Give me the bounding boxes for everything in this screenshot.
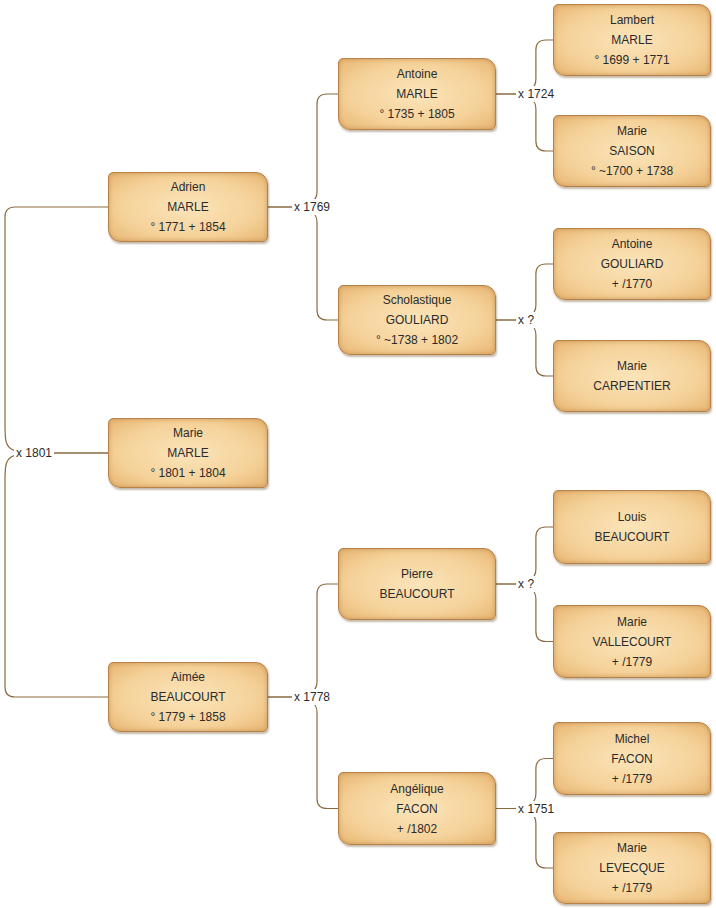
person-box: MarieSAISON° ~1700 + 1738 [553,115,711,187]
life-dates: ° 1699 + 1771 [594,50,669,70]
first-name: Aimée [150,667,225,687]
person-text: MarieVALLECOURT+ /1779 [593,612,672,672]
family-bracket [268,584,338,697]
surname: VALLECOURT [593,632,672,652]
person-box: ScholastiqueGOULIARD° ~1738 + 1802 [338,285,496,355]
person-box: AdrienMARLE° 1771 + 1854 [108,172,268,242]
person-text: AdrienMARLE° 1771 + 1854 [150,177,225,237]
marriage-label: x 1751 [516,801,556,817]
surname: SAISON [591,141,673,161]
life-dates: + /1779 [593,652,672,672]
first-name: Louis [594,507,669,527]
surname: BEAUCOURT [379,584,454,604]
life-dates: ° 1771 + 1854 [150,217,225,237]
life-dates: ° ~1738 + 1802 [376,330,458,350]
person-box: AntoineGOULIARD+ /1770 [553,228,711,300]
person-box: MarieVALLECOURT+ /1779 [553,605,711,678]
person-text: MarieCARPENTIER [593,356,670,396]
family-bracket [268,697,338,809]
first-name: Marie [593,356,670,376]
life-dates: + /1779 [599,878,664,898]
person-text: AntoineMARLE° 1735 + 1805 [379,64,454,124]
person-box: MarieCARPENTIER [553,340,711,412]
person-text: AntoineGOULIARD+ /1770 [601,234,664,294]
surname: MARLE [150,443,225,463]
marriage-label: x 1769 [292,199,332,215]
family-bracket [496,809,553,869]
family-bracket [268,207,338,320]
life-dates: ° 1801 + 1804 [150,463,225,483]
first-name: Scholastique [376,290,458,310]
first-name: Antoine [379,64,454,84]
family-bracket [496,320,553,376]
person-text: MarieLEVECQUE+ /1779 [599,838,664,898]
life-dates: ° 1779 + 1858 [150,707,225,727]
family-bracket [496,584,553,642]
marriage-label: x ? [516,312,536,328]
life-dates: ° 1735 + 1805 [379,104,454,124]
first-name: Pierre [379,564,454,584]
surname: MARLE [150,197,225,217]
marriage-label: x 1801 [14,445,54,461]
marriage-label: x 1724 [516,86,556,102]
person-text: AiméeBEAUCOURT° 1779 + 1858 [150,667,225,727]
first-name: Marie [593,612,672,632]
person-box: AiméeBEAUCOURT° 1779 + 1858 [108,662,268,732]
first-name: Adrien [150,177,225,197]
person-text: LambertMARLE° 1699 + 1771 [594,10,669,70]
surname: BEAUCOURT [594,527,669,547]
life-dates: + /1770 [601,274,664,294]
family-bracket [496,94,553,151]
person-box: LouisBEAUCOURT [553,490,711,564]
person-text: ScholastiqueGOULIARD° ~1738 + 1802 [376,290,458,350]
surname: FACON [390,799,443,819]
marriage-label: x 1778 [292,689,332,705]
life-dates: ° ~1700 + 1738 [591,161,673,181]
person-text: MichelFACON+ /1779 [611,729,652,789]
first-name: Marie [150,423,225,443]
person-text: LouisBEAUCOURT [594,507,669,547]
marriage-label: x ? [516,576,536,592]
surname: FACON [611,749,652,769]
surname: BEAUCOURT [150,687,225,707]
person-text: MarieSAISON° ~1700 + 1738 [591,121,673,181]
surname: LEVECQUE [599,858,664,878]
person-box: LambertMARLE° 1699 + 1771 [553,4,711,76]
first-name: Marie [599,838,664,858]
family-bracket [5,453,108,697]
first-name: Marie [591,121,673,141]
surname: CARPENTIER [593,376,670,396]
first-name: Lambert [594,10,669,30]
first-name: Angélique [390,779,443,799]
family-bracket [5,207,108,453]
person-box: AntoineMARLE° 1735 + 1805 [338,58,496,130]
person-box: MarieLEVECQUE+ /1779 [553,832,711,904]
family-bracket [268,94,338,207]
person-box: MarieMARLE° 1801 + 1804 [108,418,268,488]
person-text: AngéliqueFACON+ /1802 [390,779,443,839]
life-dates: + /1802 [390,819,443,839]
surname: GOULIARD [376,310,458,330]
person-text: PierreBEAUCOURT [379,564,454,604]
surname: GOULIARD [601,254,664,274]
person-text: MarieMARLE° 1801 + 1804 [150,423,225,483]
first-name: Antoine [601,234,664,254]
first-name: Michel [611,729,652,749]
surname: MARLE [594,30,669,50]
surname: MARLE [379,84,454,104]
person-box: PierreBEAUCOURT [338,548,496,620]
life-dates: + /1779 [611,769,652,789]
person-box: MichelFACON+ /1779 [553,722,711,795]
person-box: AngéliqueFACON+ /1802 [338,772,496,845]
